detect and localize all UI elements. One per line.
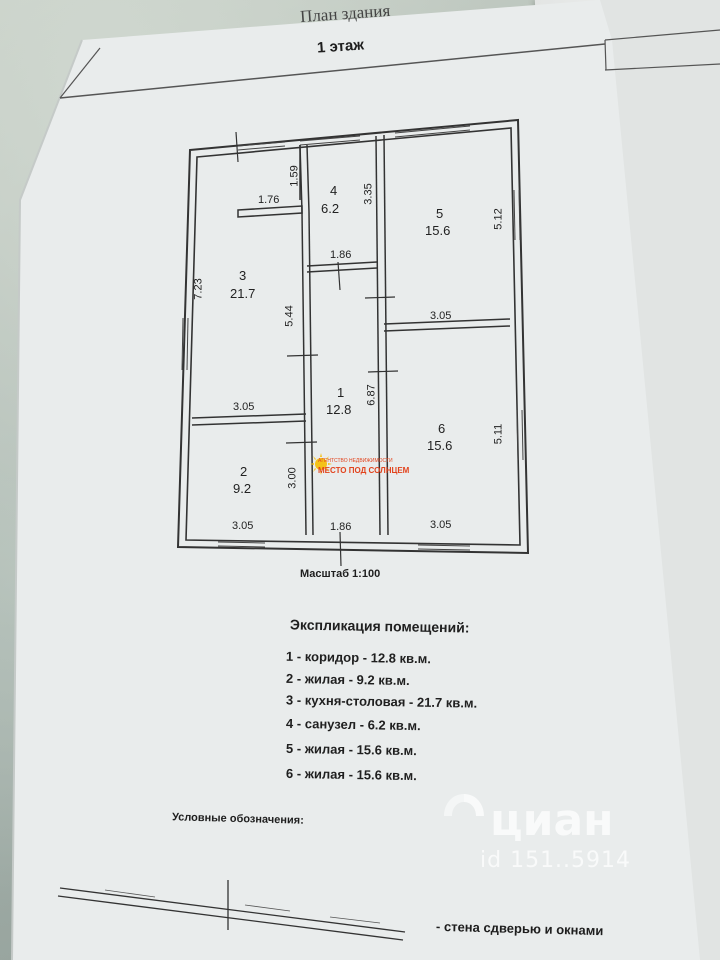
dim-1-59: 1.59 xyxy=(288,165,301,187)
room-1-area: 12.8 xyxy=(326,402,352,417)
room-6-area: 15.6 xyxy=(427,438,453,453)
dim-1-76: 1.76 xyxy=(258,194,280,206)
dim-3-05-bottom-left: 3.05 xyxy=(232,520,254,532)
dim-5-12: 5.12 xyxy=(492,208,505,230)
logo-name: МЕСТО ПОД СОЛНЦЕМ xyxy=(318,466,410,475)
room-5-area: 15.6 xyxy=(425,223,451,238)
explication-item-1: 1 - коридор - 12.8 кв.м. xyxy=(285,648,432,667)
floor-label: 1 этаж xyxy=(316,36,365,57)
dim-3-05-bottom-right: 3.05 xyxy=(430,519,452,531)
dim-6-87: 6.87 xyxy=(365,384,378,406)
room-6-number: 6 xyxy=(438,421,446,436)
explication-title: Экспликация помещений: xyxy=(289,616,470,636)
room-4-area: 6.2 xyxy=(321,201,340,216)
dim-1-86-bottom: 1.86 xyxy=(330,521,352,533)
dim-5-11: 5.11 xyxy=(492,423,505,445)
room-1-number: 1 xyxy=(337,385,345,400)
dim-7-23: 7.23 xyxy=(192,278,205,300)
room-2-number: 2 xyxy=(240,464,248,479)
room-3-number: 3 xyxy=(239,268,247,283)
explication-item-4: 4 - санузел - 6.2 кв.м. xyxy=(285,715,421,734)
cian-watermark-brand: циан xyxy=(490,795,614,846)
room-3-area: 21.7 xyxy=(230,286,256,301)
dim-3-00: 3.00 xyxy=(286,467,299,489)
scale-label: Масштаб 1:100 xyxy=(300,568,381,580)
dim-3-05-left-mid: 3.05 xyxy=(233,401,255,413)
dim-3-35: 3.35 xyxy=(362,183,375,205)
room-5-number: 5 xyxy=(436,206,444,221)
logo-tagline: АГЕНТСТВО НЕДВИЖИМОСТИ xyxy=(318,458,393,464)
room-2-area: 9.2 xyxy=(233,481,252,496)
cian-watermark-icon xyxy=(432,786,496,850)
agency-logo: АГЕНТСТВО НЕДВИЖИМОСТИ МЕСТО ПОД СОЛНЦЕМ xyxy=(308,452,418,492)
cian-watermark-id: id 151..5914 xyxy=(480,848,632,873)
explication-item-5: 5 - жилая - 15.6 кв.м. xyxy=(285,740,417,759)
dim-3-05-mid-right: 3.05 xyxy=(430,310,452,322)
explication-item-6: 6 - жилая - 15.6 кв.м. xyxy=(285,765,417,784)
dim-1-86-top: 1.86 xyxy=(330,249,352,261)
dim-5-44: 5.44 xyxy=(283,305,296,327)
room-4-number: 4 xyxy=(330,183,338,198)
explication-item-2: 2 - жилая - 9.2 кв.м. xyxy=(285,670,410,689)
